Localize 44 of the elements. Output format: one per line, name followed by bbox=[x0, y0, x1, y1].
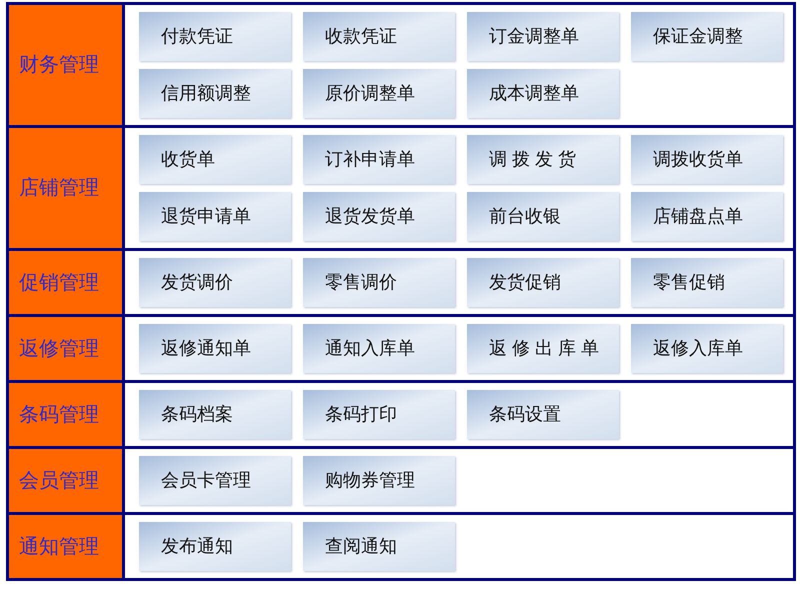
function-button: 零售促销 bbox=[631, 258, 783, 307]
function-button: 保证金调整 bbox=[631, 12, 783, 61]
category-label: 通知管理 bbox=[9, 515, 125, 578]
function-button: 发货调价 bbox=[139, 258, 291, 307]
category-label: 财务管理 bbox=[9, 5, 125, 125]
function-button: 返修入库单 bbox=[631, 324, 783, 373]
function-button: 订补申请单 bbox=[303, 135, 455, 184]
function-button: 原价调整单 bbox=[303, 69, 455, 118]
function-button: 信用额调整 bbox=[139, 69, 291, 118]
category-row bbox=[9, 449, 793, 512]
category-row bbox=[9, 5, 793, 125]
function-button: 付款凭证 bbox=[139, 12, 291, 61]
function-button: 查阅通知 bbox=[303, 522, 455, 571]
function-button: 店铺盘点单 bbox=[631, 192, 783, 241]
function-button: 条码打印 bbox=[303, 390, 455, 439]
category-label: 条码管理 bbox=[9, 383, 125, 446]
function-button: 发布通知 bbox=[139, 522, 291, 571]
function-button: 通知入库单 bbox=[303, 324, 455, 373]
function-button: 前台收银 bbox=[467, 192, 619, 241]
function-button: 收货单 bbox=[139, 135, 291, 184]
category-label: 店铺管理 bbox=[9, 128, 125, 248]
function-button: 条码档案 bbox=[139, 390, 291, 439]
category-label: 促销管理 bbox=[9, 251, 125, 314]
category-label: 返修管理 bbox=[9, 317, 125, 380]
function-button: 返 修 出 库 单 bbox=[467, 324, 619, 373]
function-button: 零售调价 bbox=[303, 258, 455, 307]
function-button: 会员卡管理 bbox=[139, 456, 291, 505]
function-button: 调 拨 发 货 bbox=[467, 135, 619, 184]
function-button: 调拨收货单 bbox=[631, 135, 783, 184]
function-button: 条码设置 bbox=[467, 390, 619, 439]
function-button: 返修通知单 bbox=[139, 324, 291, 373]
function-button: 退货发货单 bbox=[303, 192, 455, 241]
function-button: 发货促销 bbox=[467, 258, 619, 307]
function-button: 收款凭证 bbox=[303, 12, 455, 61]
category-row bbox=[9, 128, 793, 248]
function-button: 购物券管理 bbox=[303, 456, 455, 505]
function-button: 成本调整单 bbox=[467, 69, 619, 118]
function-button: 退货申请单 bbox=[139, 192, 291, 241]
category-row bbox=[9, 251, 793, 314]
category-row bbox=[9, 317, 793, 380]
function-button: 订金调整单 bbox=[467, 12, 619, 61]
category-row bbox=[9, 383, 793, 446]
category-label: 会员管理 bbox=[9, 449, 125, 512]
category-row bbox=[9, 515, 793, 578]
